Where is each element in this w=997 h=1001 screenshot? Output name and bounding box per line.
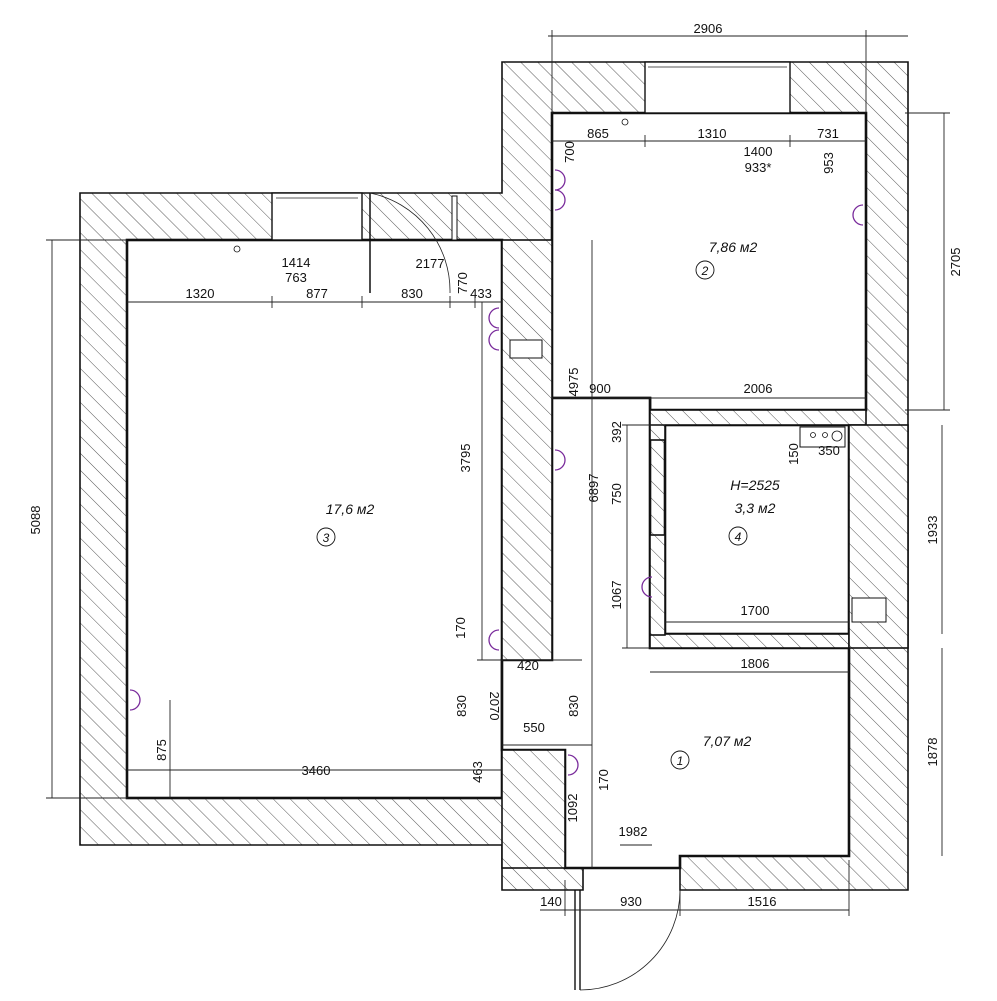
dimension-lines [46, 30, 950, 916]
dim-r3-window-sill: 763 [285, 270, 307, 285]
room-2-area: 7,86 м2 [709, 239, 758, 255]
dim-r4-width: 1700 [741, 603, 770, 618]
dim-r2-window-h: 1400 [744, 144, 773, 159]
room-2-number-circle [695, 260, 715, 280]
room-3-number-circle [316, 527, 336, 547]
dim-r2-bottom-left: 900 [589, 381, 611, 396]
dim-r1-door-left: 1092 [565, 794, 580, 823]
room-3-area: 17,6 м2 [326, 501, 375, 517]
room-2-number: 2 [701, 264, 709, 278]
dim-r2-right: 731 [817, 126, 839, 141]
room-4-area: 3,3 м2 [735, 500, 776, 516]
dim-r3-seg2: 877 [306, 286, 328, 301]
wall-partition-4-top [649, 409, 867, 426]
dim-r4-sink-h: 150 [786, 443, 801, 465]
room-4-number-circle [728, 526, 748, 546]
dim-r4-top-seg: 392 [609, 421, 624, 443]
room-1-area: 7,07 м2 [703, 733, 752, 749]
dim-r3-window-h: 1414 [282, 255, 311, 270]
room-4-floor [663, 423, 851, 636]
corridor-floor [500, 396, 851, 870]
room-4-number: 4 [735, 530, 742, 544]
dim-r3-seg1: 1320 [186, 286, 215, 301]
window-room-3 [271, 192, 363, 241]
dim-bottom-seg3: 1516 [748, 894, 777, 909]
wall-partition-4-leftlow [649, 534, 666, 636]
dim-r3-door-h: 2177 [416, 256, 445, 271]
dim-corridor-long: 6897 [586, 474, 601, 503]
dim-r3-seg5: 433 [470, 286, 492, 301]
dim-r3-seg3: 830 [401, 286, 423, 301]
dim-corridor-vert: 4975 [566, 368, 581, 397]
dim-door3-height: 2070 [487, 692, 502, 721]
dim-r4-sink-w: 350 [818, 443, 840, 458]
dim-r3-inner-height: 3795 [458, 444, 473, 473]
dim-r1-top-width: 1806 [741, 656, 770, 671]
dim-r3-seg4: 770 [455, 272, 470, 294]
dim-door3-width: 830 [454, 695, 469, 717]
door-room-3-swing [369, 192, 451, 294]
dim-r3-bottom-width: 3460 [302, 763, 331, 778]
dim-r2-socket-left: 700 [562, 141, 577, 163]
dim-wall-stub: 420 [517, 658, 539, 673]
dim-r1-entry-h: 1982 [619, 824, 648, 839]
dim-r4-door-seg: 750 [609, 483, 624, 505]
window-room-2 [644, 61, 791, 114]
room-3-number: 3 [323, 531, 330, 545]
entrance-door-swing [579, 889, 681, 991]
room-1-number-circle [670, 750, 690, 770]
wall-partition-1 [501, 749, 566, 869]
dim-r2-height-right: 2705 [948, 248, 963, 277]
dim-r3-left-socket: 875 [154, 739, 169, 761]
dim-r2-bottom-right: 2006 [744, 381, 773, 396]
dim-bottom-seg2: 930 [620, 894, 642, 909]
dim-r3-socket-low: 170 [453, 617, 468, 639]
electrical-sockets [129, 169, 864, 776]
dim-r2-left: 865 [587, 126, 609, 141]
dim-wall-stub2: 550 [523, 720, 545, 735]
wall-partition-4-bottom [649, 633, 850, 649]
room-4-height: H=2525 [730, 477, 780, 493]
dim-r4-right-height: 1933 [925, 516, 940, 545]
wall-partition-3 [501, 239, 553, 661]
dim-r3-bottom-right: 463 [470, 761, 485, 783]
dim-r1-right-height: 1878 [925, 738, 940, 767]
room-3-floor [125, 238, 504, 800]
dim-r2-mid: 1310 [698, 126, 727, 141]
dim-r2-socket-right: 953 [821, 152, 836, 174]
dim-r3-left-height: 5088 [28, 506, 43, 535]
dim-r4-low-seg: 1067 [609, 581, 624, 610]
dim-bottom-seg1: 140 [540, 894, 562, 909]
dim-r2-window-sill: 933* [745, 160, 772, 175]
room-1-number: 1 [677, 754, 684, 768]
dim-top-overall: 2906 [694, 21, 723, 36]
dim-r1-socket: 170 [596, 769, 611, 791]
dim-door3-right: 830 [566, 695, 581, 717]
